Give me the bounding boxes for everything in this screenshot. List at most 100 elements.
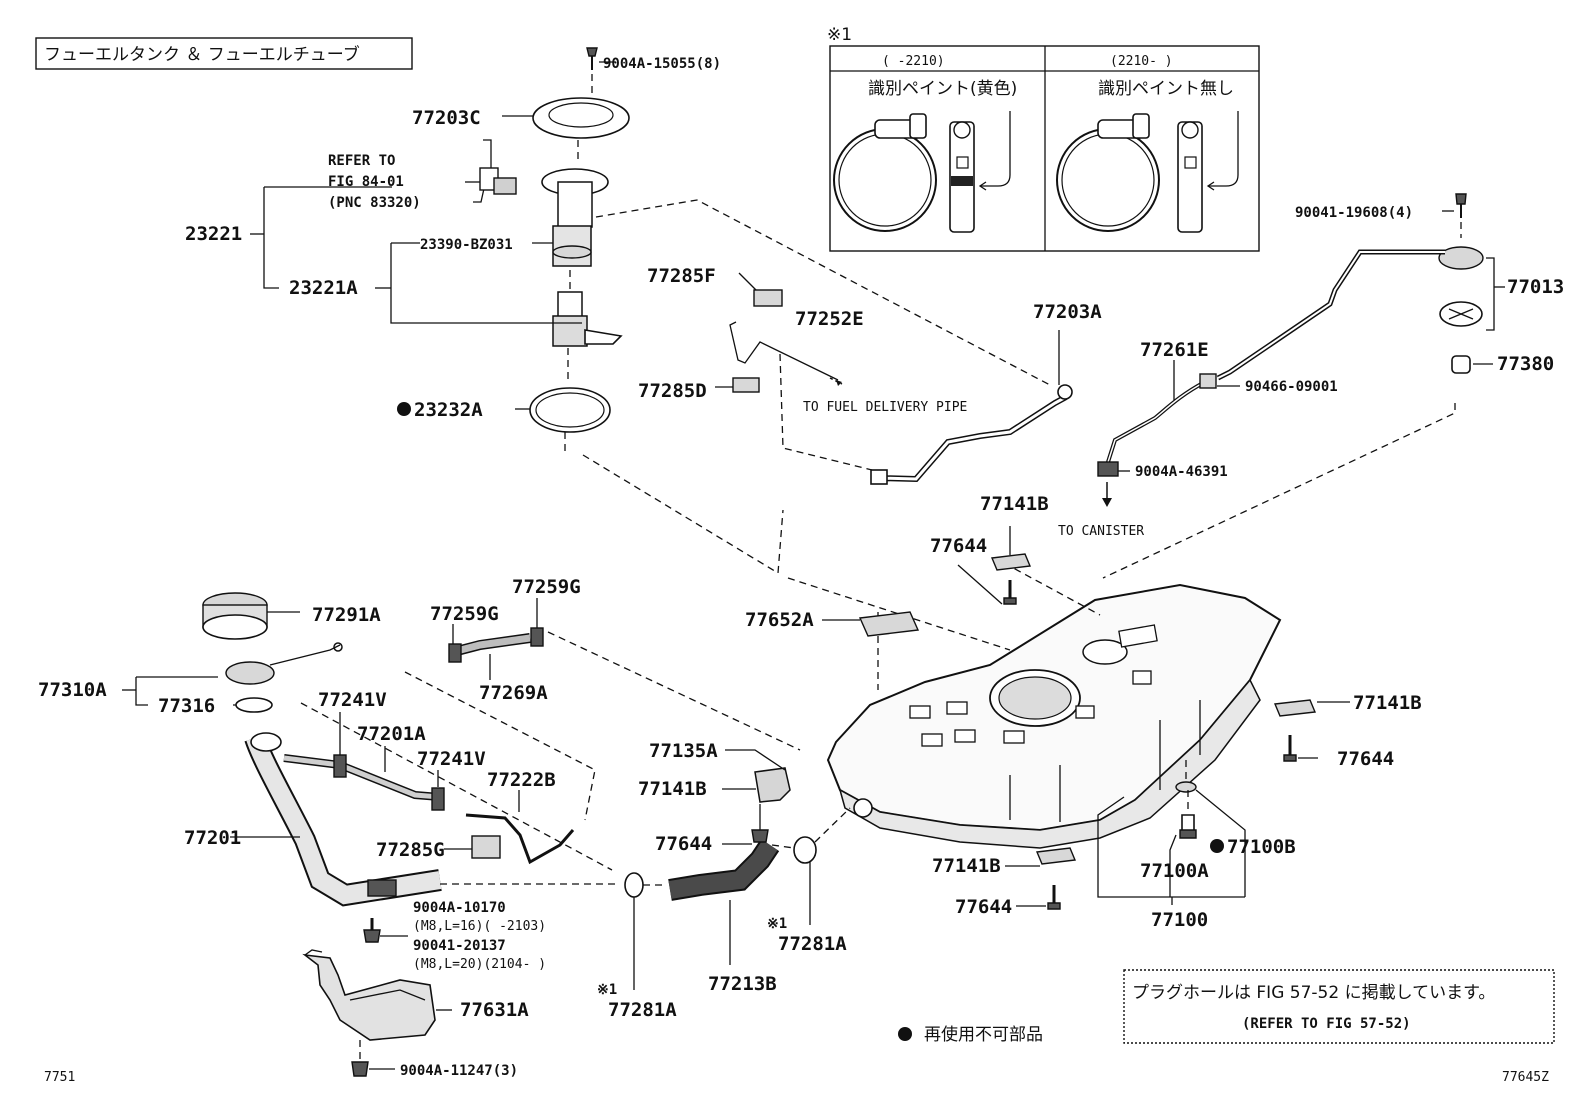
- label-77203A: 77203A: [1033, 301, 1102, 323]
- bolt-77100A-icon: [1179, 829, 1197, 839]
- label-77141B-right: 77141B: [1353, 692, 1422, 714]
- label-77644-bottom: 77644: [955, 896, 1012, 918]
- fuel-pipe-group: [715, 272, 1073, 485]
- ref-mark-2: ※1: [597, 982, 617, 998]
- inset-box: ( -2210) (2210- ) 識別ペイント(黄色) 識別ペイント無し: [829, 45, 1260, 252]
- label-77310A: 77310A: [38, 679, 107, 701]
- fuel-pump-assembly: [250, 47, 630, 455]
- bracket-77141B-icon: [990, 553, 1032, 571]
- clamp-painted-icon: [833, 111, 1011, 233]
- label-9004A-11247: 9004A-11247(3): [400, 1063, 518, 1079]
- label-77644-mid: 77644: [655, 833, 712, 855]
- note-line1: プラグホールは FIG 57-52 に掲載しています。: [1132, 983, 1495, 1003]
- clip-77285F-icon: [753, 289, 783, 307]
- bracket-77141B-icon: [1273, 699, 1317, 717]
- clamp-77281A-icon: [793, 836, 817, 864]
- label-77203C: 77203C: [412, 107, 481, 129]
- label-77213B: 77213B: [708, 973, 777, 995]
- to-fuel-delivery-pipe: TO FUEL DELIVERY PIPE: [803, 400, 967, 415]
- label-77259G-left: 77259G: [430, 603, 499, 625]
- fuel-tank: [826, 583, 1282, 849]
- clamp-77259G-icon: [448, 643, 462, 663]
- bolt-icon: [351, 1061, 369, 1077]
- label-77631A: 77631A: [460, 999, 529, 1021]
- refer-to-line2: FIG 84-01: [328, 174, 404, 190]
- label-23221: 23221: [185, 223, 242, 245]
- to-canister: TO CANISTER: [1058, 524, 1144, 539]
- non-reusable-marker-icon: [1210, 839, 1224, 853]
- bolt-77644-icon: [1047, 902, 1061, 910]
- ref-mark-1: ※1: [767, 916, 787, 932]
- label-77316: 77316: [158, 695, 215, 717]
- label-9004A-15055: 9004A-15055(8): [603, 56, 721, 72]
- bolt-icon: [1455, 193, 1467, 205]
- label-77013: 77013: [1507, 276, 1564, 298]
- non-reusable-marker-icon: [397, 402, 411, 416]
- label-77141B-top: 77141B: [980, 493, 1049, 515]
- arrow-down-icon: [1102, 498, 1112, 507]
- gasket-icon: [529, 387, 611, 433]
- cap-77380-icon: [1451, 355, 1471, 374]
- inset-right-desc: 識別ペイント無し: [1098, 79, 1234, 99]
- label-77644-top: 77644: [930, 535, 987, 557]
- label-77281A-right: 77281A: [778, 933, 847, 955]
- label-77141B-mid: 77141B: [638, 778, 707, 800]
- bolt-77644-icon: [1003, 597, 1017, 605]
- label-77285D: 77285D: [638, 380, 707, 402]
- label-77141B-bottom: 77141B: [932, 855, 1001, 877]
- note-box: [1123, 969, 1555, 1044]
- label-77100B: 77100B: [1227, 836, 1296, 858]
- label-77285F: 77285F: [647, 265, 716, 287]
- refer-to-line3: (PNC 83320): [328, 195, 421, 211]
- bolt-icon: [363, 918, 408, 943]
- fuel-cap-icon: [225, 661, 275, 685]
- clip-77285G-icon: [471, 835, 501, 859]
- bracket-77135A-icon: [754, 767, 791, 803]
- label-77100A: 77100A: [1140, 860, 1209, 882]
- label-77269A: 77269A: [479, 682, 548, 704]
- clamp-77241V-icon: [333, 754, 347, 778]
- note-line2: (REFER TO FIG 57-52): [1242, 1016, 1411, 1032]
- label-77241V-right: 77241V: [417, 748, 486, 770]
- label-77201: 77201: [184, 827, 241, 849]
- label-90466-09001: 90466-09001: [1245, 379, 1338, 395]
- clamp-77259G-icon: [530, 627, 544, 647]
- washer-77100B-icon: [1175, 781, 1197, 793]
- clip-9004A-46391-icon: [1097, 461, 1119, 477]
- title-box: [35, 37, 413, 70]
- label-77135A: 77135A: [649, 740, 718, 762]
- retainer-ring-icon: [532, 97, 630, 139]
- refer-to-line1: REFER TO: [328, 153, 395, 169]
- legend-text: 再使用不可部品: [924, 1024, 1043, 1045]
- label-77281A-left: 77281A: [608, 999, 677, 1021]
- vent-valve-icon: [1438, 246, 1484, 270]
- label-9004A-10170: 9004A-10170: [413, 900, 506, 916]
- label-77652A: 77652A: [745, 609, 814, 631]
- label-9004A-46391: 9004A-46391: [1135, 464, 1228, 480]
- footer-left: 7751: [44, 1070, 75, 1085]
- label-90041-19608: 90041-19608(4): [1295, 205, 1413, 221]
- tank-hardware: [822, 526, 1350, 910]
- bolt-icon: [586, 47, 598, 57]
- lower-hose-group: [624, 749, 851, 990]
- bracket-77141B-icon: [1035, 847, 1077, 865]
- label-77291A: 77291A: [312, 604, 381, 626]
- label-77261E: 77261E: [1140, 339, 1209, 361]
- pipe-dash-3: [582, 454, 784, 575]
- clamp-unpainted-icon: [1056, 111, 1239, 233]
- label-23221A: 23221A: [289, 277, 358, 299]
- label-77285G: 77285G: [376, 839, 445, 861]
- heat-protector-77631A-icon: [302, 949, 452, 1077]
- label-23232A: 23232A: [414, 399, 483, 421]
- pad-77652A-icon: [858, 611, 920, 637]
- clamp-77241V-icon: [431, 787, 445, 811]
- label-77222B: 77222B: [487, 769, 556, 791]
- legend-marker-icon: [898, 1027, 912, 1041]
- label-77380: 77380: [1497, 353, 1554, 375]
- label-77259G-right: 77259G: [512, 576, 581, 598]
- label-23390-BZ031: 23390-BZ031: [420, 237, 513, 253]
- footer-right: 77645Z: [1502, 1070, 1549, 1085]
- inset-right-range: (2210- ): [1110, 54, 1173, 69]
